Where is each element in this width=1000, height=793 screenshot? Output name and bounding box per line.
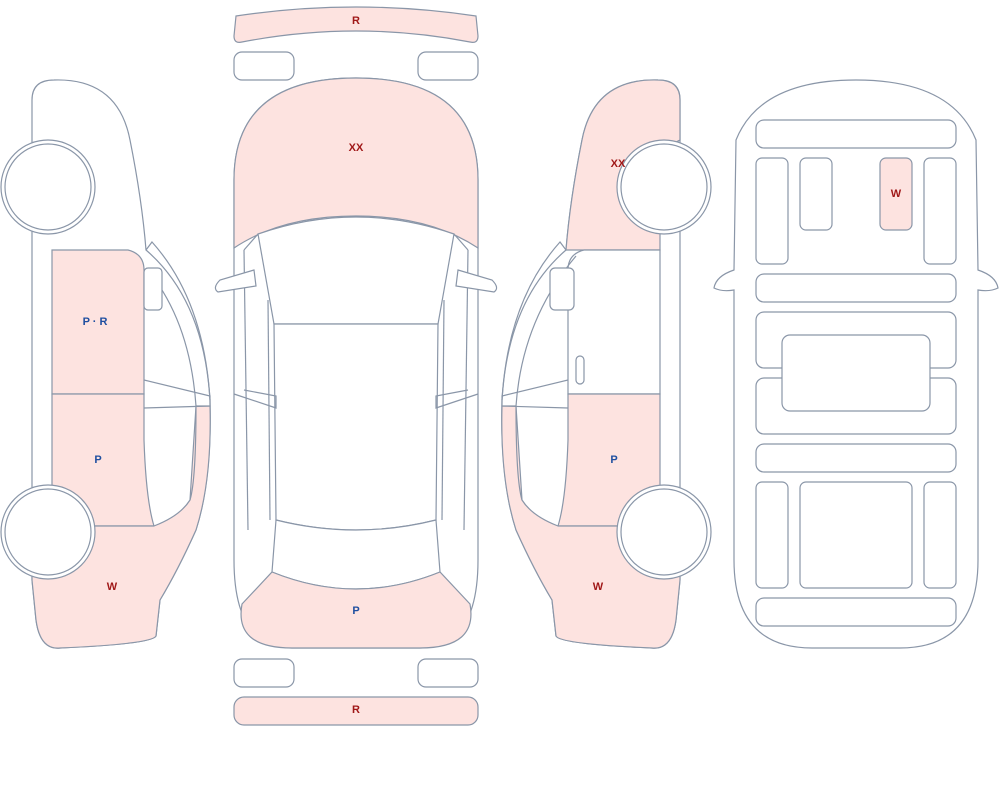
label-right-rear-quarter: W: [593, 581, 604, 593]
label-left-rear-door: P: [94, 454, 101, 466]
right-window-frame: [501, 241, 567, 401]
label-rear-bumper: R: [352, 704, 360, 716]
left-front-wheel[interactable]: [4, 143, 92, 231]
left-rear-wheel[interactable]: [4, 488, 92, 576]
hood[interactable]: [233, 77, 479, 250]
roof[interactable]: [273, 323, 439, 531]
right-front-wheel[interactable]: [620, 143, 708, 231]
right-b-pillar: [501, 379, 569, 409]
left-window-frame: [145, 241, 211, 401]
rear-left-light[interactable]: [233, 658, 295, 688]
right-rear-wheel[interactable]: [620, 488, 708, 576]
left-mirror[interactable]: [214, 269, 257, 293]
label-right-rear-door: P: [610, 454, 617, 466]
trunk[interactable]: [240, 571, 472, 649]
left-rear-quarter[interactable]: [31, 405, 211, 649]
top-view: R XX P R: [214, 6, 498, 726]
left-front-door[interactable]: [51, 249, 145, 395]
left-pillar-b: [233, 389, 277, 409]
interior-view: W: [713, 79, 999, 649]
right-a-pillar: [453, 233, 469, 251]
front-left-door-panel[interactable]: [755, 157, 789, 265]
left-a-pillar: [243, 233, 259, 251]
rear-right-light[interactable]: [417, 658, 479, 688]
rear-right-door-panel[interactable]: [923, 481, 957, 589]
center-strip-rear[interactable]: [755, 443, 957, 473]
left-inner-line: [267, 299, 271, 521]
center-strip-front[interactable]: [755, 273, 957, 303]
front-bumper[interactable]: [233, 6, 479, 43]
rear-window[interactable]: [271, 519, 441, 590]
label-front-bumper: R: [352, 15, 360, 27]
front-right-headlight[interactable]: [417, 51, 479, 81]
label-left-front-door: P · R: [83, 316, 108, 328]
label-right-front-fender: XX: [611, 158, 626, 170]
front-left-headlight[interactable]: [233, 51, 295, 81]
center-console[interactable]: [781, 334, 931, 412]
label-interior-seat: W: [891, 188, 902, 200]
left-mirror-side[interactable]: [143, 267, 163, 311]
front-right-door-panel[interactable]: [923, 157, 957, 265]
left-side-view: P · R P W: [0, 79, 211, 649]
right-side-view: XX P W: [501, 79, 712, 649]
right-rear-quarter[interactable]: [501, 405, 681, 649]
left-b-pillar: [143, 379, 211, 409]
dashboard[interactable]: [755, 119, 957, 149]
windshield[interactable]: [257, 216, 455, 325]
right-mirror-side[interactable]: [549, 267, 575, 311]
label-hood: XX: [349, 142, 364, 154]
right-door-handle[interactable]: [575, 355, 585, 385]
front-right-seat[interactable]: [879, 157, 913, 231]
trunk-floor[interactable]: [755, 597, 957, 627]
rear-bumper[interactable]: [233, 696, 479, 726]
right-mirror[interactable]: [455, 269, 498, 293]
right-inner-line: [441, 299, 445, 521]
left-window-inner: [145, 267, 197, 501]
label-left-rear-quarter: W: [107, 581, 118, 593]
right-pillar-b: [435, 389, 479, 409]
label-trunk: P: [352, 605, 359, 617]
rear-left-door-panel[interactable]: [755, 481, 789, 589]
front-left-seat[interactable]: [799, 157, 833, 231]
rear-bench[interactable]: [799, 481, 913, 589]
